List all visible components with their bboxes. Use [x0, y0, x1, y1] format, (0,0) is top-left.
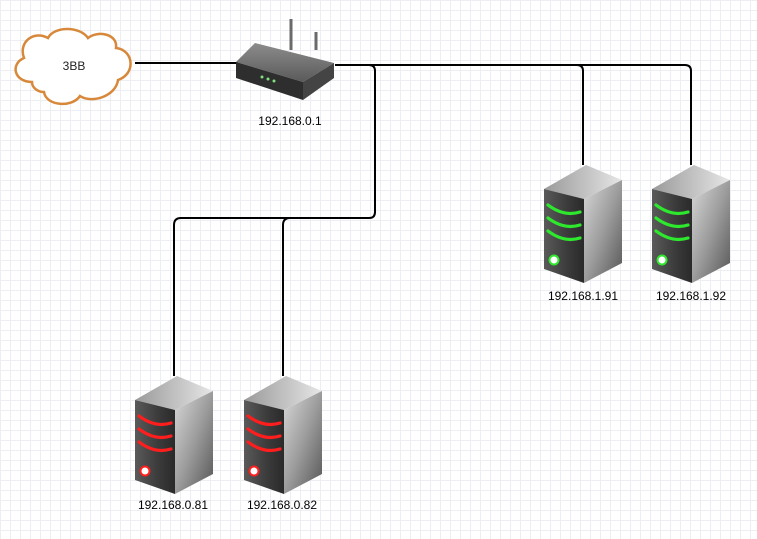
server-icon	[544, 165, 622, 283]
servers-top	[544, 165, 730, 283]
link-router-server-1-91	[335, 64, 584, 165]
internet-label: 3BB	[62, 59, 86, 73]
cloud-icon	[14, 27, 132, 105]
link-router-server-1-92	[335, 64, 692, 165]
server-icon	[135, 376, 213, 494]
server-ip-label: 192.168.0.81	[137, 498, 209, 512]
link-router-server-0-81	[173, 64, 376, 376]
router-icon	[236, 19, 334, 100]
router-ip-label: 192.168.0.1	[258, 114, 322, 128]
server-icon	[652, 165, 730, 283]
internet-cloud	[14, 27, 132, 105]
server-ip-label: 192.168.1.92	[655, 289, 727, 303]
server-ip-label: 192.168.0.82	[246, 498, 318, 512]
link-router-server-0-82	[282, 217, 291, 376]
server-ip-label: 192.168.1.91	[547, 289, 619, 303]
connections	[135, 62, 692, 376]
server-icon	[244, 376, 322, 494]
servers-bottom	[135, 376, 322, 494]
router	[236, 19, 334, 100]
